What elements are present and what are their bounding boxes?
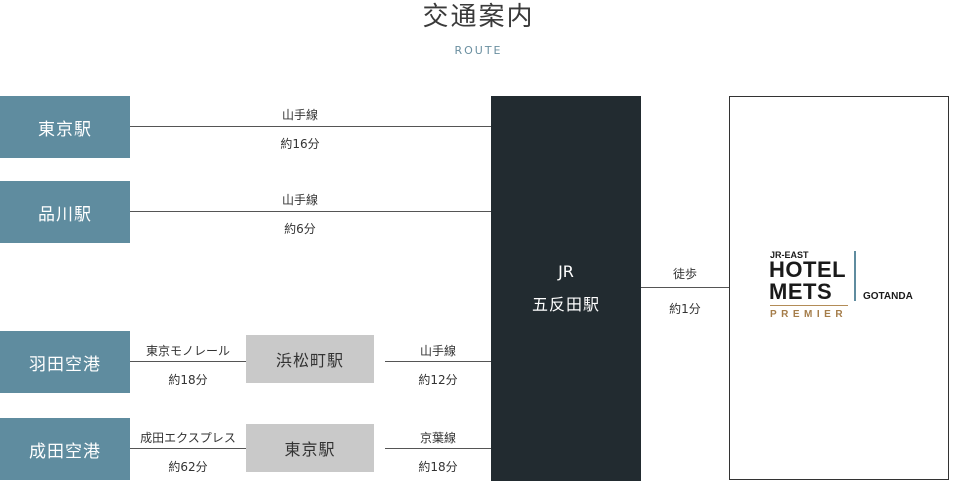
line-label-tokyo: 山手線	[281, 108, 318, 122]
station-narita: 成田空港	[0, 418, 130, 480]
hub-station-label: 五反田駅	[531, 295, 600, 314]
walk-time-label: 約1分	[669, 302, 701, 316]
logo-branch-name: GOTANDA	[863, 291, 913, 302]
time-label-shinagawa: 約6分	[284, 222, 316, 236]
station-shinagawa: 品川駅	[0, 181, 130, 243]
time-label-tokyo: 約16分	[280, 137, 320, 151]
page-subtitle: ROUTE	[454, 44, 503, 57]
logo-brand-premier: PREMIER	[770, 309, 848, 320]
time-label-haneda-leg2: 約12分	[418, 373, 458, 387]
route-line-narita-leg1	[130, 448, 246, 449]
hotel-destination-box: JR-EAST HOTEL METS PREMIER GOTANDA	[729, 96, 949, 480]
logo-brand-mets: METS	[769, 279, 833, 304]
station-tokyo: 東京駅	[0, 96, 130, 158]
transfer-station-hamamatsucho: 浜松町駅	[246, 335, 374, 383]
logo-brand-hotel: HOTEL	[769, 257, 847, 282]
line-label-haneda-leg1: 東京モノレール	[145, 344, 230, 358]
station-haneda: 羽田空港	[0, 331, 130, 393]
transfer-station-tokyo: 東京駅	[246, 424, 374, 472]
hub-operator-label: JR	[558, 262, 574, 281]
time-label-haneda-leg1: 約18分	[168, 373, 208, 387]
route-line-haneda-leg2	[385, 361, 491, 362]
route-line-narita-leg2	[385, 448, 491, 449]
route-line-shinagawa	[130, 211, 491, 212]
time-label-narita-leg2: 約18分	[418, 460, 458, 474]
time-label-narita-leg1: 約62分	[168, 460, 208, 474]
walk-mode-label: 徒歩	[672, 267, 697, 281]
route-line-haneda-leg1	[130, 361, 246, 362]
line-label-shinagawa: 山手線	[281, 193, 318, 207]
page-title: 交通案内	[422, 2, 535, 32]
route-line-walk	[641, 287, 729, 288]
line-label-haneda-leg2: 山手線	[419, 344, 456, 358]
logo-brand-small: JR-EAST	[770, 250, 809, 260]
route-line-tokyo	[130, 126, 491, 127]
logo-divider	[770, 305, 848, 306]
logo-vertical-bar	[854, 251, 856, 301]
line-label-narita-leg2: 京葉線	[419, 431, 456, 445]
line-label-narita-leg1: 成田エクスプレス	[140, 431, 236, 445]
hub-station-gotanda: JR 五反田駅	[491, 96, 641, 481]
